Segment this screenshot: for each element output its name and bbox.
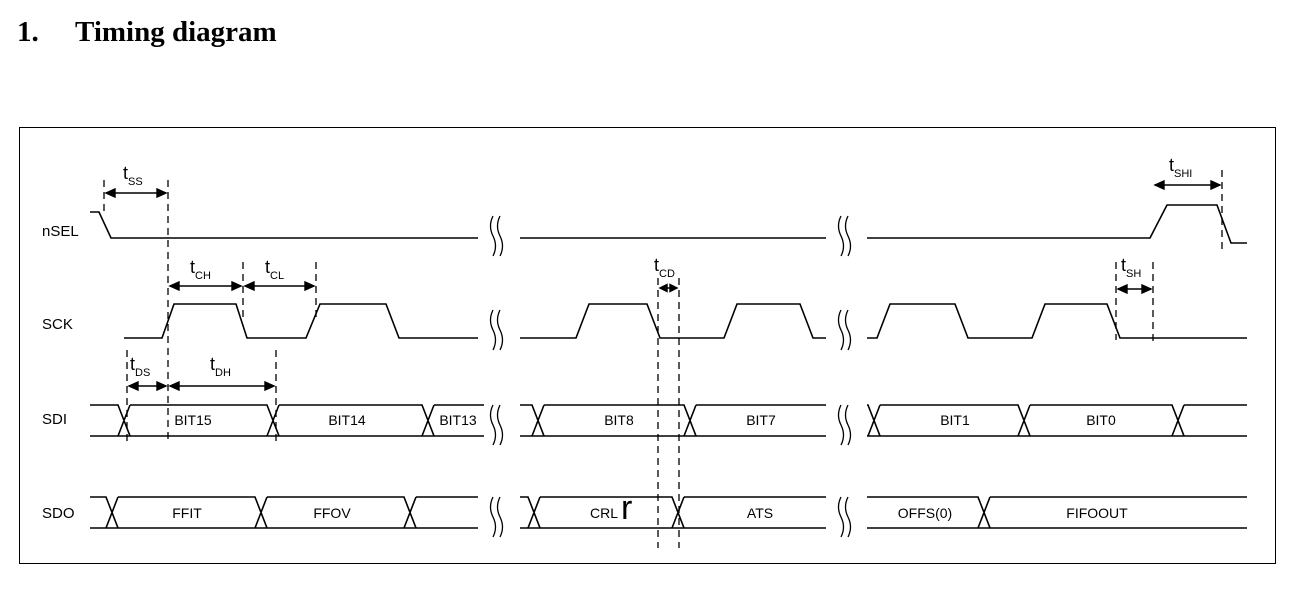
stray-mark: r	[621, 489, 632, 527]
sdi-cell-bit14: BIT14	[328, 412, 366, 428]
break-marks	[489, 215, 852, 538]
sdi-cell-bit7: BIT7	[746, 412, 776, 428]
sdo-cell-ats: ATS	[747, 505, 773, 521]
signal-label-sdi: SDI	[42, 411, 67, 428]
sdo-cell-fifoout: FIFOOUT	[1066, 505, 1128, 521]
sdi-bus	[90, 404, 1247, 437]
tds-label: tDS	[130, 354, 150, 379]
sdo-bus	[90, 496, 1247, 529]
sdo-cell-ffov: FFOV	[313, 505, 351, 521]
nsel-waveform	[90, 204, 1247, 244]
signal-label-sck: SCK	[42, 316, 73, 333]
sck-waveform	[124, 303, 1247, 339]
sdi-cell-bit15: BIT15	[174, 412, 212, 428]
signal-label-nsel: nSEL	[42, 223, 79, 240]
tshi-label: tSHI	[1169, 155, 1192, 180]
sdi-cell-bit0: BIT0	[1086, 412, 1116, 428]
tss-label: tSS	[123, 163, 143, 188]
tdh-label: tDH	[210, 354, 231, 379]
tsh-label: tSH	[1121, 255, 1141, 280]
reference-lines	[103, 170, 1223, 548]
diagram-frame	[19, 127, 1276, 564]
tcd-label: tCD	[654, 255, 675, 280]
section-number: 1.	[17, 16, 39, 48]
sdi-cell-bit8: BIT8	[604, 412, 634, 428]
sdo-cell-crl: CRL	[590, 505, 618, 521]
tcl-label: tCL	[265, 257, 284, 282]
dimension-arrows	[104, 179, 1222, 392]
sdi-cell-bit13: BIT13	[439, 412, 477, 428]
section-title: Timing diagram	[75, 16, 277, 48]
sdo-cell-ffit: FFIT	[172, 505, 202, 521]
tch-label: tCH	[190, 257, 211, 282]
signal-label-sdo: SDO	[42, 505, 75, 522]
page-title: 1. Timing diagram	[17, 14, 277, 50]
sdo-cell-offs0: OFFS(0)	[898, 505, 952, 521]
sdi-cell-bit1: BIT1	[940, 412, 970, 428]
